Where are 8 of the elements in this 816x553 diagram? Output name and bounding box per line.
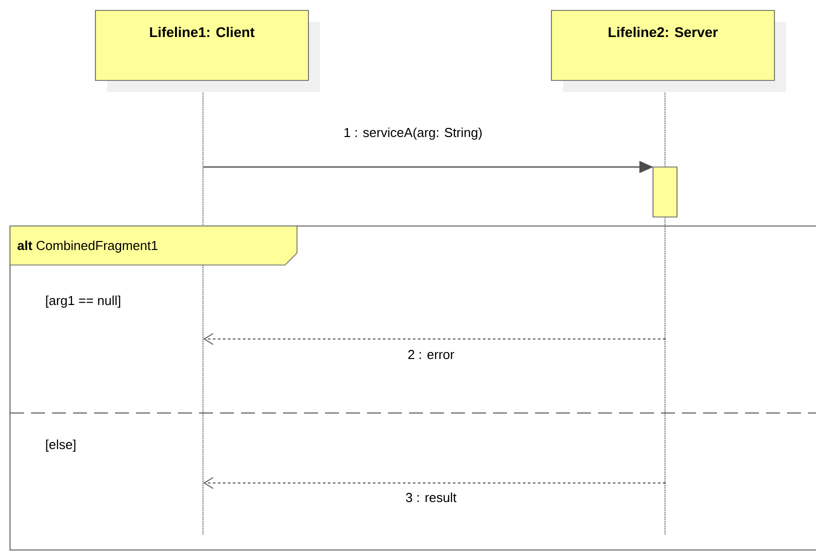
lifeline: Lifeline2: Server (551, 10, 786, 536)
message-label: 2 : error (406, 348, 456, 360)
message-arrow (203, 333, 666, 345)
message-label: 1 : serviceA(arg: String) (342, 126, 484, 141)
message-label: 3 : result (404, 492, 458, 504)
fragment-tab: alt CombinedFragment1 (10, 226, 298, 266)
message-arrow (203, 477, 666, 489)
guard-condition: [else] (46, 440, 76, 452)
